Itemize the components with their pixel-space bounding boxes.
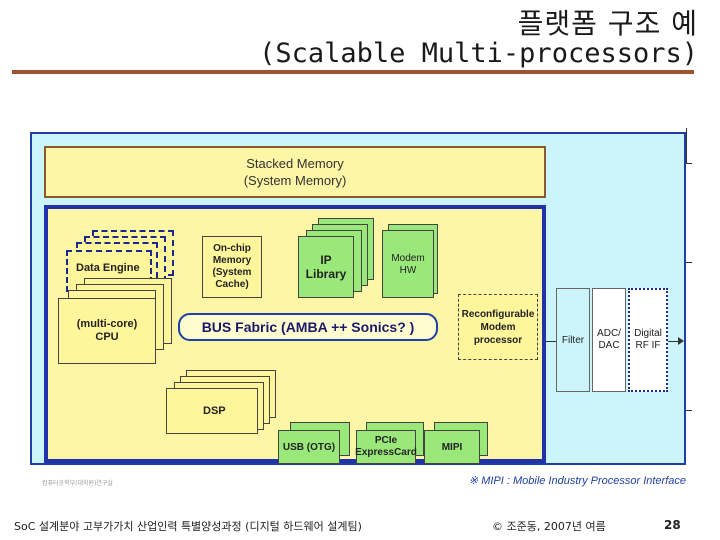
onchip-label-2: Memory	[212, 255, 252, 266]
cpu-label-1: (multi-core)	[76, 318, 138, 330]
reconfig-modem-block: Reconfigurable Modem processor	[458, 294, 538, 360]
modem-hw-block: Modem HW	[382, 230, 434, 298]
filter-block: Filter	[556, 288, 590, 392]
filter-label: Filter	[561, 334, 585, 346]
reconfig-label-1: Reconfigurable	[461, 308, 535, 320]
adc-dac-block: ADC/ DAC	[592, 288, 626, 392]
modem-hw-label-1: Modem	[391, 253, 425, 264]
stacked-memory-sublabel: (System Memory)	[243, 173, 347, 188]
output-line	[668, 341, 680, 342]
slide-subtitle: (Scalable Multi-processors)	[259, 38, 698, 69]
edge-tick	[684, 262, 692, 263]
onchip-label-3: (System	[212, 267, 252, 278]
onchip-memory-block: On-chip Memory (System Cache)	[202, 236, 262, 298]
usb-block: USB (OTG)	[278, 430, 340, 464]
pcie-label-2: ExpressCard	[355, 447, 417, 458]
usb-label: USB (OTG)	[282, 441, 336, 453]
pcie-label-1: PCIe	[374, 435, 398, 446]
slide-title: 플랫폼 구조 예	[517, 7, 698, 40]
edge-bracket	[686, 128, 692, 164]
digital-rf-label-2: RF IF	[635, 340, 661, 351]
cpu-label-2: CPU	[95, 331, 119, 343]
title-divider	[12, 70, 694, 74]
stacked-memory-block: Stacked Memory (System Memory)	[44, 146, 546, 198]
page-number: 28	[664, 518, 681, 532]
footer-course: SoC 설계분야 고부가가치 산업인력 특별양성과정 (디지털 하드웨어 설계팀…	[14, 520, 362, 533]
bus-fabric: BUS Fabric (AMBA ++ Sonics? )	[178, 313, 438, 341]
ip-library-block: IP Library	[298, 236, 354, 298]
footer-copyright: © 조준동, 2007년 여름	[492, 520, 606, 533]
ip-library-label-2: Library	[305, 267, 347, 281]
ip-library-label-1: IP	[320, 253, 332, 267]
mipi-note: ※ MIPI : Mobile Industry Processor Inter…	[468, 475, 686, 487]
dsp-label: DSP	[203, 405, 226, 417]
mipi-block: MIPI	[424, 430, 480, 464]
onchip-label-4: Cache)	[215, 279, 249, 290]
cpu-block: (multi-core) CPU	[58, 298, 156, 364]
reconfig-label-2: Modem	[480, 321, 516, 333]
data-engine-label: Data Engine	[76, 262, 140, 274]
mipi-label: MIPI	[441, 441, 463, 453]
bus-fabric-label: BUS Fabric (AMBA ++ Sonics? )	[201, 319, 415, 335]
stacked-memory-label: Stacked Memory	[246, 156, 344, 171]
pcie-block: PCIe ExpressCard	[355, 430, 417, 464]
digital-rf-label-1: Digital	[634, 328, 662, 339]
dsp-block: DSP	[166, 388, 258, 434]
right-chain-line	[546, 341, 558, 342]
edge-tick	[684, 410, 692, 411]
onchip-label-1: On-chip	[213, 243, 251, 254]
dac-label: DAC	[598, 340, 620, 351]
adc-label: ADC/	[597, 328, 621, 339]
arrow-right-icon	[678, 337, 684, 345]
modem-hw-label-2: HW	[399, 265, 417, 276]
reconfig-label-3: processor	[473, 334, 523, 346]
watermark-text: 컴퓨터공학부(대학원)연구실	[42, 480, 113, 487]
digital-rf-block: Digital RF IF	[628, 288, 668, 392]
